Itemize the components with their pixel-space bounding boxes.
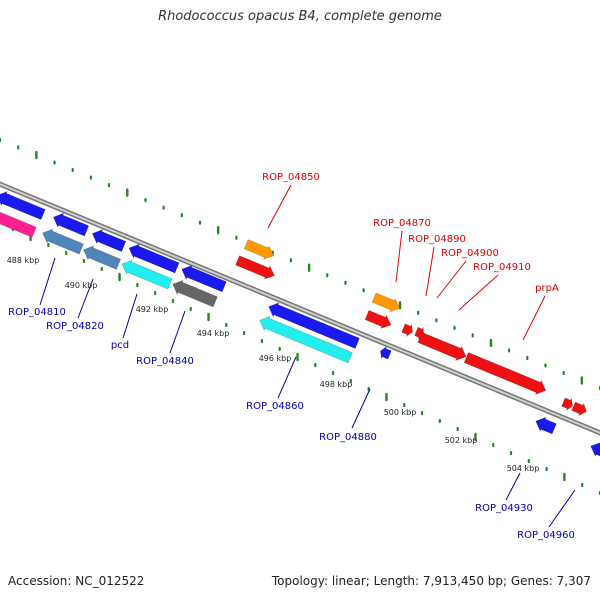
leader-line-ROP_04890 xyxy=(425,246,435,297)
leader-line-ROP_04870 xyxy=(395,230,403,283)
ruler-tick-label: 498 kbp xyxy=(320,380,353,389)
gene-arrow-ROP_04860[interactable] xyxy=(257,313,353,364)
gene-arrow-blue_top_4[interactable] xyxy=(126,241,180,275)
leader-line-ROP_04860 xyxy=(277,356,297,399)
gene-arrow-blue_mid[interactable] xyxy=(266,300,360,351)
gene-label-prpA[interactable]: prpA xyxy=(535,283,559,294)
gene-arrow-blue_top_5[interactable] xyxy=(179,262,227,293)
gene-arrow-ROP_04810[interactable] xyxy=(40,226,85,256)
label-leader-lines xyxy=(39,184,576,528)
gene-arrow-ROP_04870[interactable] xyxy=(371,291,402,315)
gene-arrow-red_small_2[interactable] xyxy=(364,309,393,332)
gene-arrow-ROP_04910[interactable] xyxy=(417,331,469,364)
ruler-tick-label: 494 kbp xyxy=(197,329,230,338)
gene-label-ROP_04890[interactable]: ROP_04890 xyxy=(408,234,466,245)
ruler-tick-labels: 488 kbp 490 kbp 492 kbp 494 kbp 496 kbp 498 k… xyxy=(7,256,540,473)
gene-label-ROP_04930[interactable]: ROP_04930 xyxy=(475,503,533,514)
gene-arrow-red_small_1[interactable] xyxy=(235,254,277,282)
gene-arrow-prpA[interactable] xyxy=(463,351,548,398)
gene-arrow-ROP_04850[interactable] xyxy=(243,238,276,262)
gene-arrow-ROP_04930[interactable] xyxy=(533,414,557,436)
ruler-tick-label: 500 kbp xyxy=(384,408,417,417)
gene-label-ROP_04850[interactable]: ROP_04850 xyxy=(262,172,320,183)
map-title: Rhodococcus opacus B4, complete genome xyxy=(158,9,442,24)
gene-arrow-blue_top_1[interactable] xyxy=(0,189,46,222)
ruler-tick-label: 492 kbp xyxy=(136,305,169,314)
ruler-tick-label: 504 kbp xyxy=(507,464,540,473)
gene-label-ROP_04960[interactable]: ROP_04960 xyxy=(517,530,575,541)
gene-label-pcd[interactable]: pcd xyxy=(111,340,129,351)
ruler-tick-label: 490 kbp xyxy=(65,281,98,290)
ruler-tick-label: 502 kbp xyxy=(445,436,478,445)
ruler-tick-label: 488 kbp xyxy=(7,256,40,265)
leader-line-ROP_04820 xyxy=(77,278,94,319)
gene-label-ROP_04860[interactable]: ROP_04860 xyxy=(246,401,304,412)
gene-arrow-ROP_04880[interactable] xyxy=(378,345,392,361)
leader-line-ROP_04850 xyxy=(267,184,292,229)
leader-line-ROP_04900 xyxy=(436,260,467,299)
leader-line-ROP_04960 xyxy=(548,489,576,528)
gene-arrow-blue_top_2[interactable] xyxy=(51,210,90,238)
gene-label-ROP_04900[interactable]: ROP_04900 xyxy=(441,248,499,259)
genome-backbone xyxy=(0,181,600,436)
leader-line-ROP_04880 xyxy=(351,388,371,429)
gene-label-ROP_04820[interactable]: ROP_04820 xyxy=(46,321,104,332)
gene-label-ROP_04810[interactable]: ROP_04810 xyxy=(8,307,66,318)
gene-arrow-pcd[interactable] xyxy=(119,257,173,291)
gene-arrow-ROP_04820[interactable] xyxy=(81,243,122,271)
gene-label-ROP_04910[interactable]: ROP_04910 xyxy=(473,262,531,273)
ruler-dots-bottom xyxy=(11,226,600,496)
gene-arrow-blue_top_3[interactable] xyxy=(89,227,127,254)
ruler-tick-label: 496 kbp xyxy=(259,354,292,363)
gene-arrow-red_small_3[interactable] xyxy=(561,396,575,412)
leader-line-prpA xyxy=(522,295,546,341)
gene-arrow-ROP_04840[interactable] xyxy=(170,277,218,308)
leader-line-ROP_04910 xyxy=(458,274,499,311)
leader-line-pcd xyxy=(122,293,138,339)
gene-arrow-red_small_4[interactable] xyxy=(571,400,589,417)
gene-label-ROP_04880[interactable]: ROP_04880 xyxy=(319,432,377,443)
gene-arrow-ROP_04960[interactable] xyxy=(588,439,600,461)
gene-arrow-pink_gene[interactable] xyxy=(0,207,37,239)
gene-label-ROP_04840[interactable]: ROP_04840 xyxy=(136,356,194,367)
gene-features xyxy=(0,189,600,461)
gene-label-ROP_04870[interactable]: ROP_04870 xyxy=(373,218,431,229)
genome-stats-text: Topology: linear; Length: 7,913,450 bp; … xyxy=(271,574,591,588)
leader-line-ROP_04810 xyxy=(39,257,56,306)
leader-line-ROP_04930 xyxy=(505,472,521,501)
accession-text: Accession: NC_012522 xyxy=(8,574,145,588)
ruler-dots-top xyxy=(0,137,600,391)
gene-arrow-ROP_04890[interactable] xyxy=(401,322,415,338)
leader-line-ROP_04840 xyxy=(169,310,186,354)
